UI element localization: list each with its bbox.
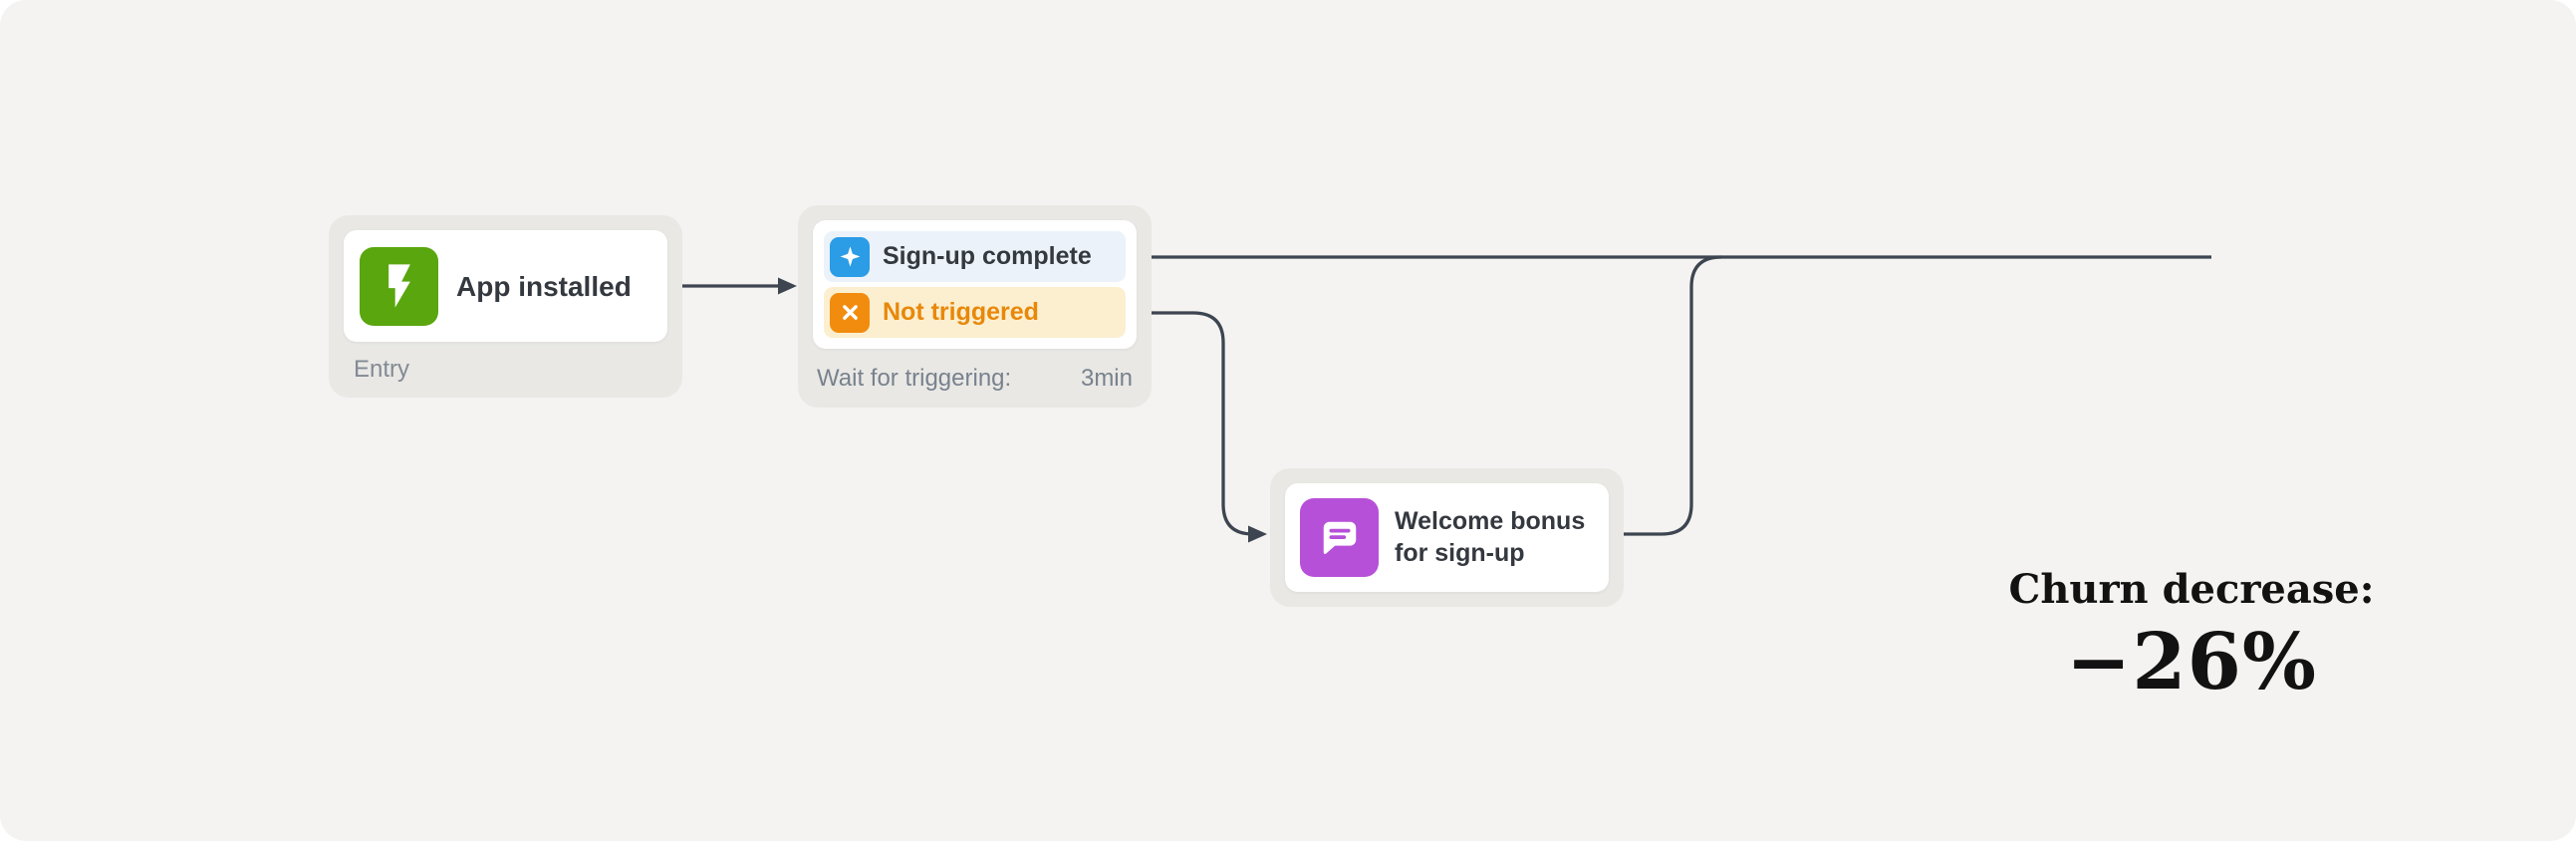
edge-welcome-merge — [1607, 255, 1722, 536]
entry-node-label: App installed — [456, 270, 632, 302]
wait-node-card[interactable]: Sign-up complete Not triggered — [813, 220, 1137, 349]
entry-node-card[interactable]: App installed — [344, 230, 667, 342]
x-icon — [830, 292, 870, 333]
sparkle-trigger-icon — [830, 236, 870, 277]
churn-stat-label: Churn decrease: — [2008, 566, 2375, 613]
branch-signup-complete[interactable]: Sign-up complete — [824, 231, 1126, 282]
wait-footer-value: 3min — [1080, 365, 1133, 392]
welcome-bonus-label: Welcome bonus for sign-up — [1395, 507, 1586, 567]
branch-not-triggered[interactable]: Not triggered — [824, 287, 1126, 338]
arrowhead-icon — [1248, 525, 1267, 543]
welcome-bonus-node-card[interactable]: Welcome bonus for sign-up — [1285, 483, 1609, 592]
branch-label: Sign-up complete — [883, 242, 1092, 270]
wait-footer-label: Wait for triggering: — [817, 365, 1012, 392]
branch-label: Not triggered — [883, 298, 1039, 326]
node-group-welcome-bonus: Welcome bonus for sign-up — [1270, 468, 1624, 607]
churn-stat: Churn decrease: −26% — [1982, 566, 2401, 707]
node-group-wait: Sign-up complete Not triggered Wait for … — [798, 205, 1152, 408]
entry-type-label: Entry — [354, 356, 410, 383]
chat-message-icon — [1300, 498, 1379, 577]
wait-footer: Wait for triggering: 3min — [813, 365, 1137, 393]
lightning-icon — [360, 246, 438, 326]
arrowhead-icon — [778, 277, 797, 295]
node-group-entry: App installed Entry — [329, 215, 682, 398]
churn-stat-value: −26% — [2065, 617, 2317, 707]
